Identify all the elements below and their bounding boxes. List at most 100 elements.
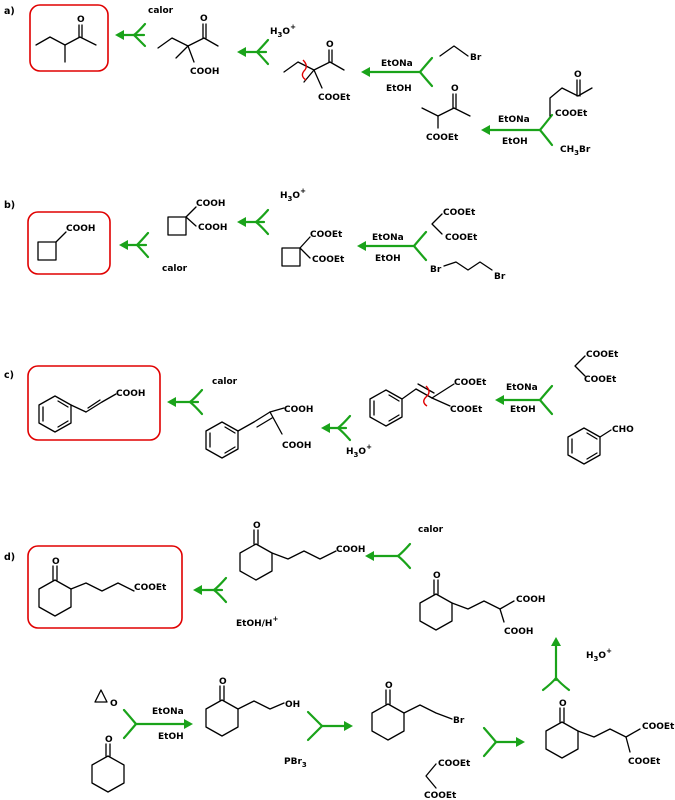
part-d: d) O COOEt EtOH/H+ O COOH (4, 521, 675, 800)
atom-br: Br (453, 716, 465, 726)
reagent-dibromopropane: Br Br (430, 261, 506, 282)
atom-o: O (110, 699, 118, 709)
reagent-etona: EtONa (381, 59, 413, 69)
intermediate-a-ethyl-ester: O COOEt (421, 84, 471, 143)
reagent-etoh-h: EtOH/H+ (236, 615, 278, 629)
reagent-ch3br: CH3Br (560, 145, 591, 157)
arrow-a1: calor (115, 6, 174, 48)
atom-o: O (219, 677, 227, 687)
reagent-h3o: H3O+ (346, 443, 372, 459)
group-cooet: COOEt (642, 722, 675, 732)
atom-o: O (574, 70, 582, 80)
part-c-label: c) (4, 370, 14, 381)
arrow-d1: EtOH/H+ (193, 576, 278, 629)
intermediate-b-diester: COOEt COOEt (281, 230, 345, 267)
intermediate-a-ester: O COOEt (283, 40, 351, 103)
product-box-a (29, 4, 109, 72)
intermediate-c-diacid: COOH COOH (205, 405, 313, 459)
reagent-etona: EtONa (152, 707, 184, 717)
reagent-diethyl-malonate: COOEt COOEt (424, 759, 471, 800)
intermediate-d-diester: O COOEt COOEt (545, 699, 675, 767)
arrow-a4: EtONa EtOH (481, 113, 554, 147)
group-oh: OH (285, 700, 300, 710)
atom-o: O (385, 681, 393, 691)
product-b-cyclobutanecarboxylic-acid: COOH (37, 224, 95, 261)
arrow-d6 (482, 726, 525, 758)
intermediate-c-diester: COOEt COOEt (369, 378, 487, 427)
disconnection-mark (423, 385, 430, 407)
group-cooh: COOH (284, 405, 313, 415)
product-c-cinnamic-acid: COOH (38, 389, 145, 433)
group-cooet: COOEt (438, 759, 471, 769)
arrow-b3: EtONa EtOH (357, 230, 428, 264)
reagent-bromoethane: Br (439, 45, 482, 63)
arrow-d2: calor (365, 525, 444, 570)
svg-text:PBr3: PBr3 (284, 757, 307, 769)
reagent-etona: EtONa (506, 383, 538, 393)
group-cooet: COOEt (454, 378, 487, 388)
reagent-h3o: H3O+ (280, 187, 306, 203)
reagent-ethyl-acetoacetate: O COOEt (549, 70, 593, 119)
group-cooh: COOH (336, 545, 365, 555)
group-cooet: COOEt (586, 350, 619, 360)
atom-o: O (52, 557, 60, 567)
reagent-etoh: EtOH (386, 84, 412, 94)
group-cooet: COOEt (134, 583, 167, 593)
group-cooet: COOEt (628, 757, 661, 767)
svg-text:CH3Br: CH3Br (560, 145, 591, 157)
intermediate-a-acid: O COOH (157, 14, 219, 77)
group-cho: CHO (612, 425, 634, 435)
atom-o: O (253, 521, 261, 531)
arrow-d4: EtONa EtOH (122, 707, 193, 742)
atom-o: O (433, 571, 441, 581)
group-cooh: COOH (504, 627, 533, 637)
reagent-etoh: EtOH (158, 732, 184, 742)
part-b-label: b) (4, 200, 15, 211)
atom-br: Br (470, 53, 482, 63)
svg-text:H3O+: H3O+ (270, 23, 296, 39)
group-cooh: COOH (116, 389, 145, 399)
arrow-c3: EtONa EtOH (495, 383, 554, 416)
intermediate-d-acid: O COOH (239, 521, 365, 581)
group-cooet: COOEt (310, 230, 343, 240)
product-box-d (27, 545, 183, 629)
reagent-cyclohexanone: O (91, 735, 125, 793)
part-a-label: a) (4, 6, 15, 17)
part-d-label: d) (4, 552, 15, 563)
atom-br: Br (494, 272, 506, 282)
reagent-etona: EtONa (498, 115, 530, 125)
reagent-h3o: H3O+ (586, 647, 612, 663)
intermediate-d-alcohol: O OH (205, 677, 300, 737)
product-d-ethyl-ester: O COOEt (38, 557, 167, 617)
atom-o: O (200, 14, 208, 24)
atom-o: O (451, 84, 459, 94)
reagent-diethyl-malonate: COOEt COOEt (574, 350, 619, 385)
group-cooet: COOEt (555, 109, 588, 119)
arrow-a2: H3O+ (237, 23, 296, 66)
group-cooh: COOH (66, 224, 95, 234)
intermediate-d-diacid: O COOH COOH (419, 571, 545, 637)
reagent-calor: calor (418, 525, 444, 535)
group-cooet: COOEt (584, 375, 617, 385)
reagent-etoh: EtOH (510, 405, 536, 415)
reagent-diethyl-malonate: COOEt COOEt (431, 208, 478, 243)
product-box-b (27, 211, 111, 275)
reagent-h3o: H3O+ (270, 23, 296, 39)
product-box-c (27, 365, 161, 441)
group-cooh: COOH (198, 223, 227, 233)
reagent-pbr3: PBr3 (284, 757, 307, 769)
product-a-3-methyl-2-pentanone: O (35, 15, 97, 63)
arrow-b1: calor (119, 231, 188, 274)
group-cooet: COOEt (450, 405, 483, 415)
reagent-ethylene-oxide: O (94, 689, 118, 709)
svg-text:H3O+: H3O+ (346, 443, 372, 459)
part-b: b) COOH calor COOH COOH H3O+ (4, 187, 506, 282)
atom-br: Br (430, 265, 442, 275)
group-cooh: COOH (516, 595, 545, 605)
reagent-etoh: EtOH (375, 254, 401, 264)
atom-o: O (77, 15, 85, 25)
arrow-c1: calor (167, 377, 238, 416)
group-cooh: COOH (196, 199, 225, 209)
group-cooet: COOEt (312, 255, 345, 265)
